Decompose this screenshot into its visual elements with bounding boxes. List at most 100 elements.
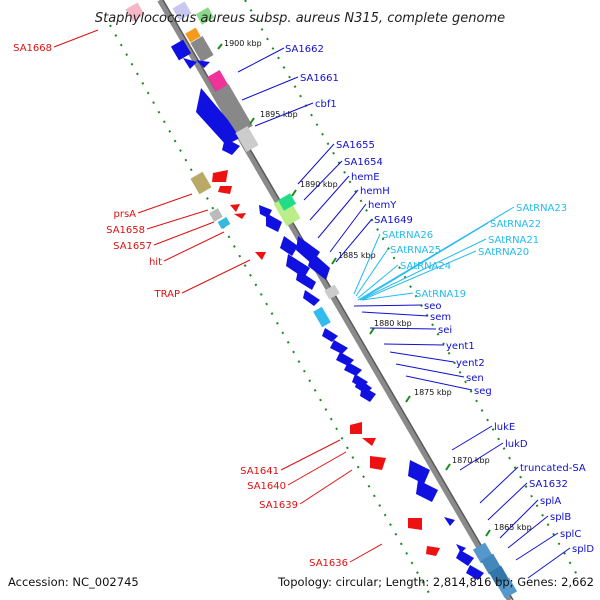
topology-text: Topology: circular; Length: 2,814,816 bp… [277, 575, 594, 589]
gene-arrow-cbf1-block [196, 88, 240, 145]
leader-line [335, 218, 373, 263]
gene-arrow-sa1636-b [426, 546, 440, 556]
gene-block-top-lavender [172, 1, 192, 21]
gene-arrow-sa1636-a [408, 518, 422, 530]
gene-labels: SA1662SA1661cbf1SA1655SA1654hemEhemHhemY… [13, 43, 594, 569]
leader-line [146, 209, 209, 230]
leader-line [361, 250, 477, 301]
gene-arrow-sem [330, 340, 348, 354]
kbp-label: 1865 kbp [494, 523, 532, 532]
gene-label: lukD [505, 439, 528, 450]
gene-label: splC [560, 529, 581, 540]
leader-line [357, 206, 515, 301]
gene-block-sa1658 [209, 208, 223, 222]
gene-label: sei [438, 325, 452, 336]
leader-line [459, 442, 504, 471]
leader-line [359, 222, 489, 301]
gene-label: hit [149, 257, 162, 268]
gene-label: SA1657 [113, 241, 152, 252]
leader-line [297, 143, 335, 185]
leader-line [527, 547, 571, 579]
kbp-label: 1895 kbp [260, 110, 298, 119]
gene-block-top-green [195, 7, 215, 25]
leader-line [153, 221, 215, 246]
gene-label: hemH [360, 186, 390, 197]
gene-arrow-lower-2 [466, 565, 484, 580]
leader-line [237, 47, 285, 73]
gene-arrow-sa1654 [266, 213, 282, 232]
gene-block-top-orange [185, 27, 201, 43]
leader-line [53, 29, 99, 48]
gene-arrow-sa1640 [362, 438, 376, 446]
gene-arrow-mid-1 [296, 270, 316, 290]
leader-line [241, 76, 299, 101]
leader-line [479, 466, 519, 504]
gene-label: yent1 [446, 341, 475, 352]
gene-label: SAtRNA19 [415, 289, 466, 300]
gene-label: SAtRNA21 [488, 235, 539, 246]
leader-line [359, 238, 487, 301]
gene-label: splB [550, 512, 571, 523]
gene-label: yent2 [456, 358, 485, 369]
gene-arrow-rev-1 [218, 186, 232, 194]
gene-block-top-blue [170, 39, 192, 61]
gene-block-top-gray [190, 35, 214, 63]
leader-line [499, 499, 539, 539]
gene-label: SA1640 [247, 481, 286, 492]
kbp-tick-marks [217, 43, 491, 537]
leader-line [137, 193, 193, 214]
genome-backbone [157, 0, 513, 600]
gene-block-top-pink [125, 2, 145, 22]
leader-line [329, 203, 367, 253]
gene-arrow-sa1639 [370, 456, 386, 470]
kbp-label: 1885 kbp [338, 251, 376, 260]
gene-label: SAtRNA24 [400, 261, 451, 272]
map-body [109, 0, 581, 600]
leader-line [383, 343, 445, 346]
leader-line [349, 543, 383, 563]
leader-line [361, 311, 429, 317]
gene-arrow-top-2 [196, 60, 210, 68]
leader-line [515, 532, 559, 561]
gene-block-sa1657 [217, 217, 231, 229]
gene-arrow-lukD [416, 480, 438, 502]
gene-arrow-sa1649 [308, 252, 330, 280]
gene-arrow-seo [322, 328, 338, 342]
leader-line [309, 175, 350, 221]
gene-label: SA1661 [300, 73, 339, 84]
gene-arrow-lower-1 [456, 550, 474, 566]
gene-label-leaders [53, 29, 571, 579]
gene-label: truncated-SA [520, 463, 586, 474]
gene-label: prsA [113, 209, 136, 220]
gene-arrow-sei [336, 352, 354, 366]
leader-line [369, 327, 437, 330]
leader-line [303, 160, 343, 201]
gene-block-green-bright [277, 193, 297, 211]
leader-line [355, 248, 389, 297]
kbp-label: 1870 kbp [452, 456, 490, 465]
leader-line [451, 425, 493, 451]
gene-label: seo [424, 301, 441, 312]
gene-label: SA1636 [309, 558, 348, 569]
leader-line [395, 363, 465, 378]
gene-arrow-yent1 [344, 362, 362, 376]
map-title: Staphylococcus aureus subsp. aureus N315… [95, 11, 505, 26]
gene-label: SA1668 [13, 43, 52, 54]
gene-label: SAtRNA22 [490, 219, 541, 230]
gene-label: SA1662 [285, 44, 324, 55]
gene-label: SA1641 [240, 466, 279, 477]
leader-line [181, 259, 251, 294]
leader-line [389, 351, 455, 363]
gene-label: SA1639 [259, 500, 298, 511]
gene-label: splD [572, 544, 594, 555]
gene-arrow-mid-2 [303, 290, 320, 306]
kbp-label: 1880 kbp [374, 319, 412, 328]
kbp-label: 1875 kbp [414, 388, 452, 397]
leader-line [254, 102, 314, 127]
gene-label: sen [466, 373, 484, 384]
outer-forward-track [244, 0, 581, 581]
gene-arrow-small-2 [456, 544, 466, 553]
leader-line [299, 469, 353, 505]
gene-label: SAtRNA25 [390, 245, 441, 256]
